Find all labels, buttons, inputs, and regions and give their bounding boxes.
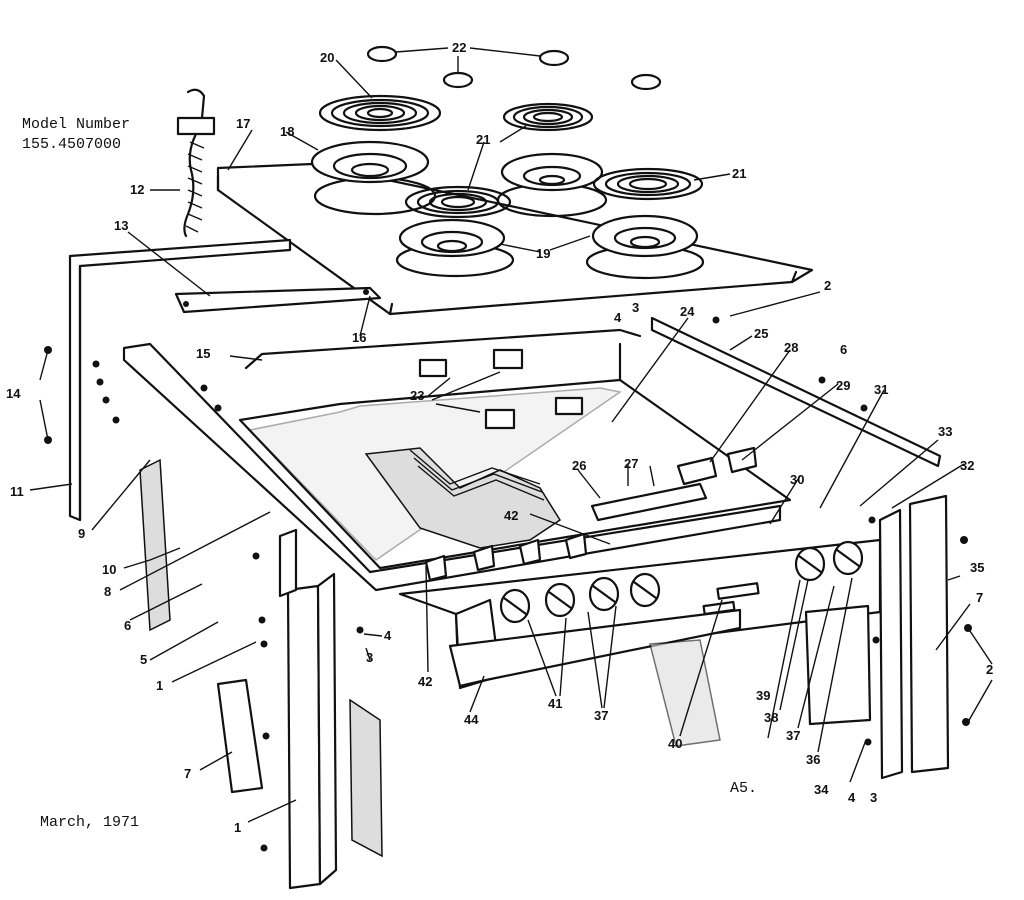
callout-35: 35 xyxy=(970,560,984,575)
callout-33: 33 xyxy=(938,424,952,439)
front-frame-rail xyxy=(174,286,382,314)
callout-2-top: 2 xyxy=(824,278,831,293)
callout-15: 15 xyxy=(196,346,210,361)
callout-37-right: 37 xyxy=(786,728,800,743)
callout-41: 41 xyxy=(548,696,562,711)
callout-23: 23 xyxy=(410,388,424,403)
callout-40: 40 xyxy=(668,736,682,751)
model-number-label: Model Number xyxy=(22,116,130,133)
callout-36: 36 xyxy=(806,752,820,767)
power-cord xyxy=(176,88,216,238)
callout-14: 14 xyxy=(6,386,21,401)
callout-17: 17 xyxy=(236,116,250,131)
callout-4-top: 4 xyxy=(614,310,622,325)
coil-element-21-rear xyxy=(502,102,594,132)
callout-4-left: 4 xyxy=(384,628,392,643)
callout-37-left: 37 xyxy=(594,708,608,723)
callout-19: 19 xyxy=(536,246,550,261)
callout-2-left: 1 xyxy=(156,678,163,693)
callout-numbers: 20 22 17 18 12 21 21 19 13 16 2 15 14 23… xyxy=(6,40,993,835)
coil-element-21-right xyxy=(592,167,704,201)
callout-39: 39 xyxy=(756,688,770,703)
coil-element-20 xyxy=(318,94,442,132)
model-number-value: 155.4507000 xyxy=(22,136,121,153)
callout-18: 18 xyxy=(280,124,294,139)
wire-rod xyxy=(244,328,642,370)
callout-44: 44 xyxy=(464,712,479,727)
callout-3-bottom: 3 xyxy=(870,790,877,805)
callout-21-right: 21 xyxy=(732,166,746,181)
revision-date: March, 1971 xyxy=(40,814,139,831)
callout-38: 38 xyxy=(764,710,778,725)
lower-trim-panel xyxy=(448,608,742,688)
callout-8: 8 xyxy=(104,584,111,599)
callout-29: 29 xyxy=(836,378,850,393)
callout-6-left: 6 xyxy=(124,618,131,633)
callout-7-left: 7 xyxy=(184,766,191,781)
sheet-code: A5. xyxy=(730,780,757,797)
callout-10: 10 xyxy=(102,562,116,577)
callout-34: 34 xyxy=(814,782,829,797)
left-side-insulation xyxy=(139,458,171,632)
front-left-leg xyxy=(278,528,383,890)
callout-7-right: 7 xyxy=(976,590,983,605)
drip-pan-19-right xyxy=(585,214,705,280)
callout-42-top: 42 xyxy=(504,508,518,523)
callout-13: 13 xyxy=(114,218,128,233)
oven-body xyxy=(122,342,792,592)
callout-5: 5 xyxy=(140,652,147,667)
callout-12: 12 xyxy=(130,182,144,197)
infinite-switches xyxy=(424,532,588,582)
callout-3-top: 3 xyxy=(632,300,639,315)
callout-21-top: 21 xyxy=(476,132,490,147)
callout-25: 25 xyxy=(754,326,768,341)
callout-3-left: 3 xyxy=(366,650,373,665)
access-panel-left xyxy=(216,678,264,794)
callout-28: 28 xyxy=(784,340,798,355)
callout-20: 20 xyxy=(320,50,334,65)
drip-pan-18 xyxy=(310,140,437,216)
callout-26: 26 xyxy=(572,458,586,473)
callout-11: 11 xyxy=(10,484,24,499)
leader-lines xyxy=(29,47,993,823)
callout-4-bottom: 4 xyxy=(848,790,856,805)
callout-1: 1 xyxy=(234,820,241,835)
left-rear-side-panel xyxy=(68,238,292,522)
drip-pan-19-left xyxy=(395,218,515,278)
callout-31: 31 xyxy=(874,382,888,397)
callout-9: 9 xyxy=(78,526,85,541)
callout-6-right: 6 xyxy=(840,342,847,357)
control-knobs xyxy=(499,540,864,624)
callout-16: 16 xyxy=(352,330,366,345)
callout-32: 32 xyxy=(960,458,974,473)
center-insulation xyxy=(649,639,721,747)
callout-27: 27 xyxy=(624,456,638,471)
callout-22: 22 xyxy=(452,40,466,55)
callout-24: 24 xyxy=(680,304,695,319)
coil-element-21-center xyxy=(404,185,512,219)
callout-42-bottom: 42 xyxy=(418,674,432,689)
callout-2-right: 2 xyxy=(986,662,993,677)
callout-30: 30 xyxy=(790,472,804,487)
element-caps xyxy=(366,45,662,91)
